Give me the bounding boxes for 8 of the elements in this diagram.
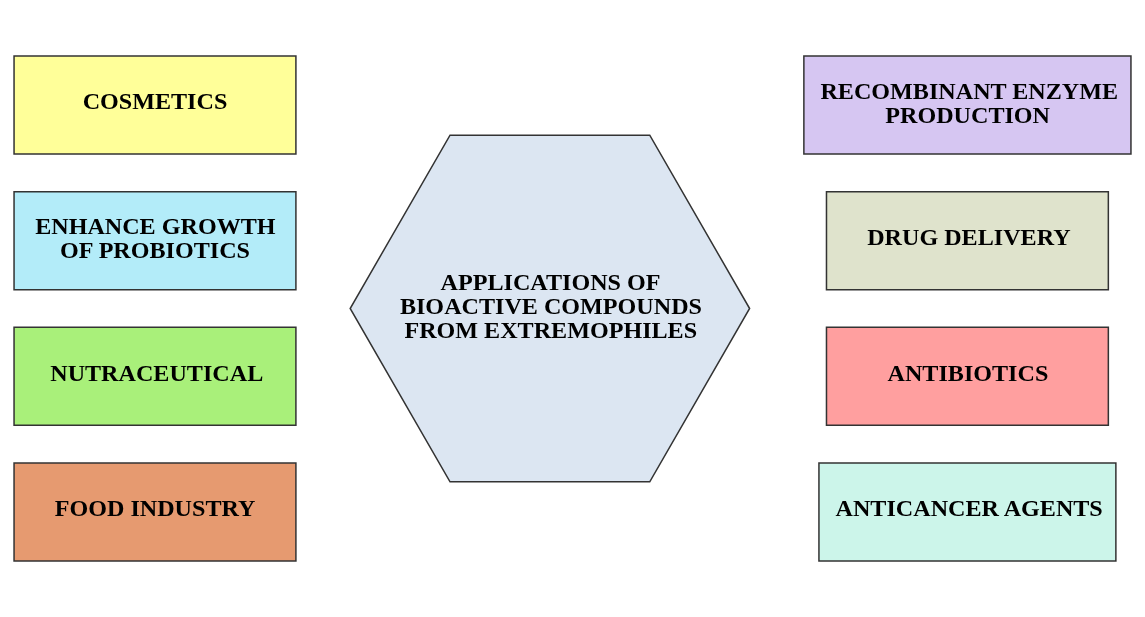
node-box: ANTIBIOTICS [825, 326, 1110, 427]
node-box: ENHANCE GROWTH OF PROBIOTICS [13, 190, 297, 291]
node-box: COSMETICS [13, 55, 297, 155]
node-box: DRUG DELIVERY [825, 190, 1110, 291]
node-box: RECOMBINANT ENZYME PRODUCTION [803, 55, 1132, 155]
node-box: NUTRACEUTICAL [13, 326, 297, 427]
node-box: FOOD INDUSTRY [13, 462, 297, 562]
node-box: ANTICANCER AGENTS [818, 462, 1117, 562]
